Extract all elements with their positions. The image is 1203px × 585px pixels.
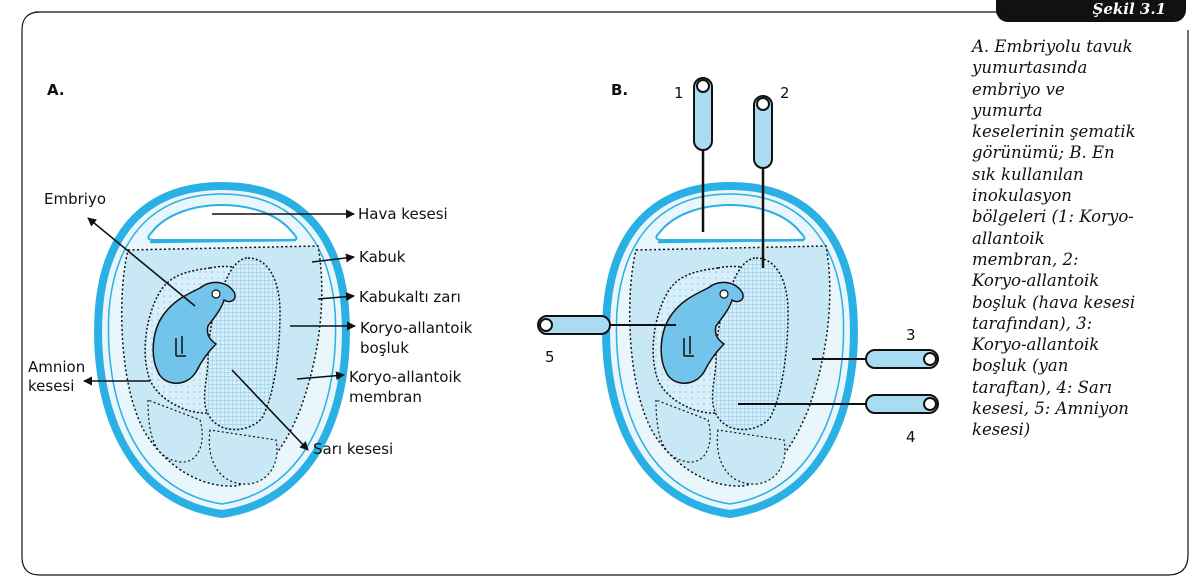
caption-line: kesesi) bbox=[972, 419, 1194, 440]
label-amnion-1: Amnion bbox=[28, 358, 85, 376]
panel-b-title: B. bbox=[611, 81, 628, 99]
caption-line: taraftan), 4: Sarı bbox=[972, 377, 1194, 398]
label-route-3: 3 bbox=[906, 326, 916, 344]
syringe-3-cap bbox=[924, 353, 936, 365]
label-route-2: 2 bbox=[780, 84, 790, 102]
caption-line: Koryo-allantoik bbox=[972, 270, 1194, 291]
label-kabukalti: Kabukaltı zarı bbox=[359, 288, 461, 306]
label-route-5: 5 bbox=[545, 348, 555, 366]
syringe-2-cap bbox=[757, 98, 769, 110]
label-hava-kesesi: Hava kesesi bbox=[358, 205, 448, 223]
caption-line: kesesi, 5: Amniyon bbox=[972, 398, 1194, 419]
caption-line: inokulasyon bbox=[972, 185, 1194, 206]
label-route-4: 4 bbox=[906, 428, 916, 446]
panel-a-title: A. bbox=[47, 81, 65, 99]
caption-line: yumurta bbox=[972, 100, 1194, 121]
syringe-5-cap bbox=[540, 319, 552, 331]
egg-a-embryo-eye bbox=[212, 290, 220, 298]
label-koryo-bosluk-1: Koryo-allantoik bbox=[360, 319, 473, 337]
label-route-1: 1 bbox=[674, 84, 684, 102]
caption-line: sık kullanılan bbox=[972, 164, 1194, 185]
label-sari-kesesi: Sarı kesesi bbox=[313, 440, 393, 458]
egg-b-embryo-eye bbox=[720, 290, 728, 298]
egg-a bbox=[98, 186, 346, 514]
caption-line: boşluk (hava kesesi bbox=[972, 292, 1194, 313]
caption-line: bölgeleri (1: Koryo- bbox=[972, 206, 1194, 227]
caption-line: allantoik bbox=[972, 228, 1194, 249]
label-koryo-bosluk-2: boşluk bbox=[360, 339, 409, 357]
syringe-4-cap bbox=[924, 398, 936, 410]
caption-line: boşluk (yan bbox=[972, 355, 1194, 376]
caption-line: keselerinin şematik bbox=[972, 121, 1194, 142]
egg-b bbox=[538, 78, 938, 514]
caption-line: embriyo ve bbox=[972, 79, 1194, 100]
label-kabuk: Kabuk bbox=[359, 248, 406, 266]
caption-line: tarafından), 3: bbox=[972, 313, 1194, 334]
syringe-1-cap bbox=[697, 80, 709, 92]
label-koryo-membran-2: membran bbox=[349, 388, 422, 406]
label-amnion-2: kesesi bbox=[28, 377, 74, 395]
label-koryo-membran-1: Koryo-allantoik bbox=[349, 368, 462, 386]
caption-line: membran, 2: bbox=[972, 249, 1194, 270]
label-embriyo: Embriyo bbox=[44, 190, 106, 208]
caption-line: görünümü; B. En bbox=[972, 142, 1194, 163]
caption-line: A. Embriyolu tavuk bbox=[972, 36, 1194, 57]
caption-line: Koryo-allantoik bbox=[972, 334, 1194, 355]
caption-line: yumurtasında bbox=[972, 57, 1194, 78]
